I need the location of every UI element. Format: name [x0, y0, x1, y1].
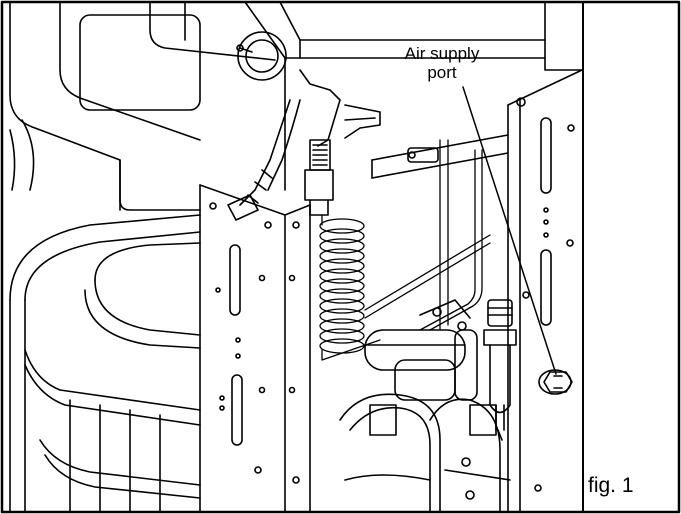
callout-line-1: Air supply	[404, 44, 480, 63]
callout-line-2: port	[427, 63, 457, 82]
air-tubing	[364, 139, 491, 331]
figure-number: fig. 1	[588, 474, 634, 497]
container-bucket	[9, 214, 201, 513]
gun-holder	[344, 104, 381, 139]
right-frame-plate	[507, 69, 583, 513]
hopper-housing	[9, 1, 583, 211]
filter-regulator	[419, 299, 517, 441]
spray-gun	[227, 31, 341, 221]
left-frame-plate	[199, 184, 311, 513]
callout-leader-line	[462, 86, 557, 375]
coiled-hose	[319, 214, 381, 361]
diaphragm-pump	[339, 329, 511, 513]
air-supply-port-label: Air supply port	[372, 44, 512, 82]
